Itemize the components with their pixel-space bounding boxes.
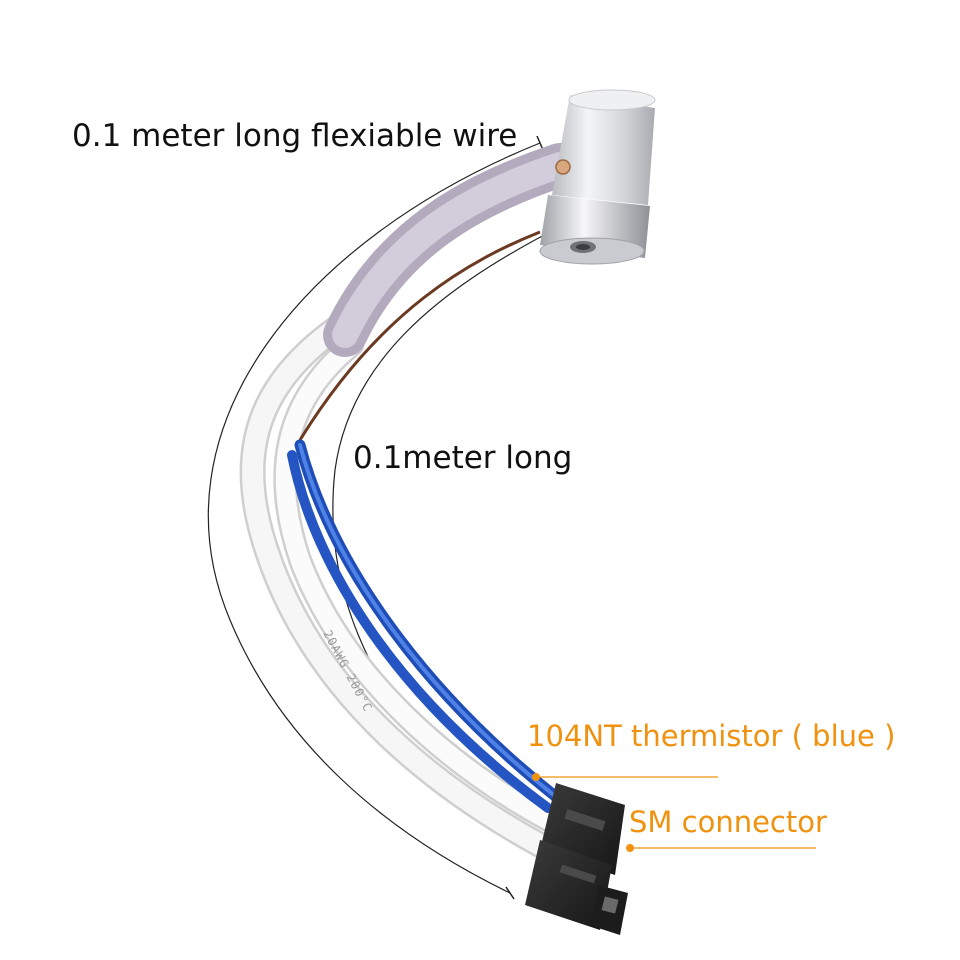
thermistor-lead xyxy=(298,230,541,441)
thermistor-wire-b xyxy=(287,450,553,813)
outer-arc-tick-bottom xyxy=(505,886,515,900)
thermistor-wire-a-shine xyxy=(298,443,562,802)
outer-arc-tick-top xyxy=(536,135,544,151)
inner-length-arc xyxy=(332,232,549,721)
insulation-sleeve-highlight xyxy=(332,152,573,348)
connector-label: SM connector xyxy=(629,805,827,839)
connector-callout-dot xyxy=(626,844,634,852)
thermistor-label: 104NT thermistor ( blue ) xyxy=(527,719,896,753)
wire-length-label: 0.1meter long xyxy=(353,440,573,476)
power-wire-outer-core xyxy=(242,311,551,856)
outer-length-arc xyxy=(207,142,541,894)
heater-cartridge-icon xyxy=(539,89,656,265)
flexible-wire-label: 0.1 meter long flexiable wire xyxy=(72,118,518,154)
sm-connector-icon xyxy=(525,783,628,935)
thermistor-callout-dot xyxy=(532,773,540,781)
power-wire-inner-core xyxy=(275,335,558,830)
